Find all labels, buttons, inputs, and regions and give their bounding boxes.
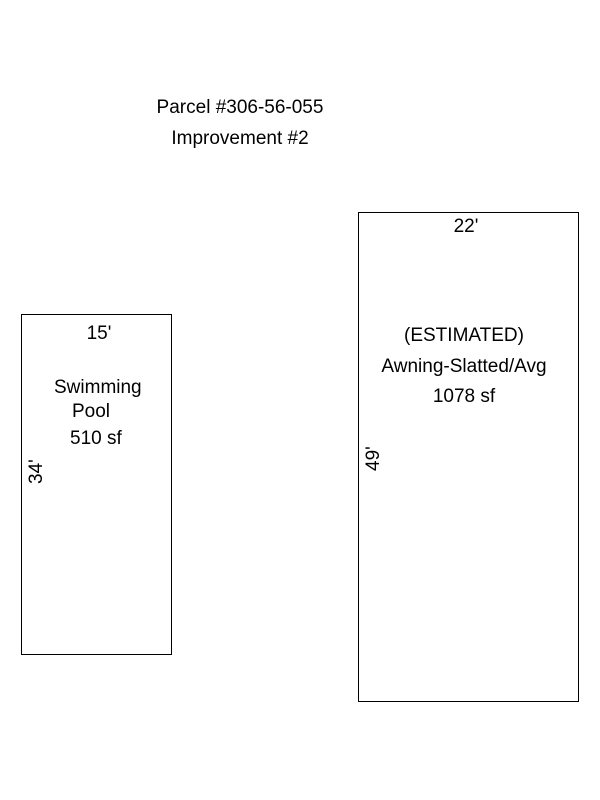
pool-outline [21,314,172,655]
awning-outline [358,212,579,702]
pool-width-label: 15' [86,323,112,344]
awning-name: Awning-Slatted/Avg [381,356,547,377]
awning-estimated: (ESTIMATED) [404,325,524,346]
pool-area: 510 sf [70,428,122,449]
pool-length-label: 34' [26,459,47,484]
awning-area: 1078 sf [432,386,496,407]
awning-length-label: 49' [363,446,384,471]
pool-name-line1: Swimming [54,377,142,398]
awning-width-label: 22' [453,216,479,237]
parcel-title: Parcel #306-56-055 [156,97,324,118]
improvement-title: Improvement #2 [171,128,309,149]
pool-name-line2: Pool [72,401,111,422]
